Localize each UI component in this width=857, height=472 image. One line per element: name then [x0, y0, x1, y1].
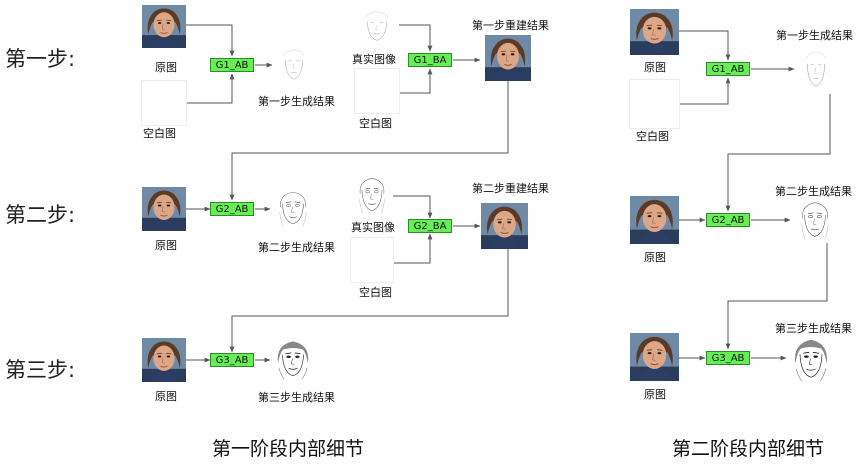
face-photo-icon — [630, 333, 679, 381]
step1-reconstruction-caption: 第一步重建结果 — [472, 19, 549, 32]
face-sketch-icon — [788, 335, 834, 383]
blank-image — [142, 81, 186, 125]
face-sketch-icon — [271, 186, 315, 230]
stage1-section-title: 第一阶段内部细节 — [212, 438, 365, 460]
generator-g1-ba: G1_BA — [408, 53, 452, 67]
blank-caption: 空白图 — [359, 286, 392, 299]
blank-image — [630, 80, 679, 128]
generator-g2-ba: G2_BA — [408, 219, 452, 233]
face-sketch-icon — [271, 337, 315, 381]
face-sketch-icon — [793, 196, 837, 243]
face-sketch-icon — [355, 5, 399, 47]
face-photo-icon — [630, 9, 679, 55]
step1-generated-caption: 第一步生成结果 — [258, 95, 335, 108]
face-photo-icon — [630, 196, 679, 244]
original-caption: 原图 — [644, 251, 666, 264]
real-image-caption: 真实图像 — [351, 221, 395, 234]
face-sketch-icon — [274, 43, 314, 86]
generator-g3-ab: G3_AB — [210, 353, 254, 367]
step3-generated-caption: 第三步生成结果 — [258, 391, 335, 404]
face-photo-icon — [142, 5, 186, 48]
step-1-label: 第一步: — [5, 47, 76, 71]
face-sketch-icon — [796, 44, 836, 94]
real-image-caption: 真实图像 — [352, 53, 396, 66]
step1-generated-caption: 第一步生成结果 — [776, 29, 853, 42]
face-photo-icon — [481, 203, 528, 249]
generator-g1-ab: G1_AB — [706, 62, 750, 76]
step2-generated-caption: 第二步生成结果 — [258, 241, 335, 254]
original-caption: 原图 — [644, 388, 666, 401]
blank-caption: 空白图 — [143, 127, 176, 140]
original-caption: 原图 — [155, 390, 177, 403]
step3-generated-caption: 第三步生成结果 — [775, 322, 852, 335]
face-sketch-icon — [351, 172, 393, 217]
generator-g1-ab: G1_AB — [210, 58, 254, 72]
face-photo-icon — [142, 187, 186, 231]
step2-reconstruction-caption: 第二步重建结果 — [472, 182, 549, 195]
generator-g2-ab: G2_AB — [706, 213, 750, 227]
original-caption: 原图 — [644, 61, 666, 74]
blank-image — [351, 238, 393, 282]
step2-generated-caption: 第二步生成结果 — [775, 185, 852, 198]
original-caption: 原图 — [155, 61, 177, 74]
face-photo-icon — [485, 35, 531, 81]
generator-g2-ab: G2_AB — [210, 202, 254, 216]
original-caption: 原图 — [155, 239, 177, 252]
blank-image — [355, 69, 399, 113]
stage2-section-title: 第二阶段内部细节 — [672, 438, 825, 460]
blank-caption: 空白图 — [359, 117, 392, 130]
blank-caption: 空白图 — [636, 130, 669, 143]
face-photo-icon — [142, 338, 186, 382]
step-2-label: 第二步: — [5, 203, 76, 227]
generator-g3-ab: G3_AB — [706, 351, 750, 365]
step-3-label: 第三步: — [5, 358, 76, 382]
